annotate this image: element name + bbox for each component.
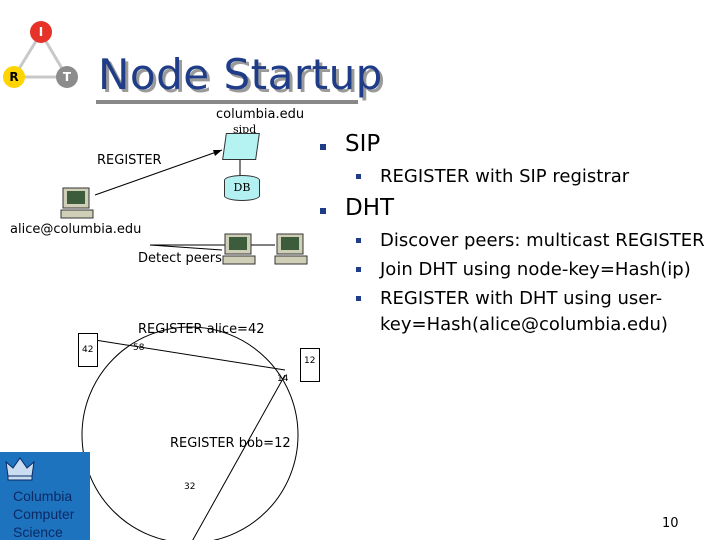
school-line: Science — [13, 524, 63, 540]
node-32-label: 32 — [184, 482, 196, 492]
register-alice-line — [94, 339, 286, 371]
bullet-sip-item: REGISTER with SIP registrar — [380, 166, 630, 187]
db-icon: DB — [224, 175, 260, 201]
page-number: 10 — [662, 516, 679, 531]
logo-node-t: T — [56, 66, 78, 88]
school-line: Columbia — [13, 488, 73, 504]
db-label: DB — [233, 181, 251, 194]
bullet-dht-item: Discover peers: multicast REGISTER — [380, 230, 705, 251]
node-58-label: 58 — [133, 343, 145, 353]
bullet-marker — [320, 144, 326, 150]
sip-server-icon — [222, 133, 260, 160]
bullet-marker — [356, 238, 361, 243]
dht-ring — [81, 326, 299, 540]
bullet-dht: DHT — [345, 195, 395, 221]
node-12-box — [300, 348, 320, 382]
alice-computer-icon — [60, 187, 94, 219]
school-line: Computer — [13, 506, 75, 522]
register-arrowhead — [213, 150, 222, 156]
logo-node-i: I — [30, 21, 52, 43]
register-arrow — [94, 149, 223, 196]
bullet-marker — [320, 208, 326, 214]
bullet-marker — [356, 296, 361, 301]
register-label: REGISTER — [97, 153, 162, 168]
register-bob-label: REGISTER bob=12 — [170, 436, 291, 451]
peer-computer-icon — [274, 233, 308, 265]
crown-icon — [5, 457, 35, 481]
bullet-dht-item: REGISTER with DHT using user- — [380, 288, 663, 309]
alice-label: alice@columbia.edu — [10, 222, 142, 237]
bullet-sip: SIP — [345, 131, 381, 157]
register-bob-line — [192, 374, 286, 540]
peer-computer-icon — [222, 233, 256, 265]
bullet-dht-item: Join DHT using node-key=Hash(ip) — [380, 259, 691, 280]
server-label: sipd — [233, 123, 257, 136]
node-42-box — [78, 333, 98, 367]
node-12-label: 12 — [304, 356, 316, 366]
bullet-marker — [356, 174, 361, 179]
detect-peers-arrow-1 — [149, 244, 223, 251]
detect-peers-label: Detect peers — [138, 251, 222, 266]
title-underline — [96, 100, 358, 104]
bullet-dht-item-continuation: key=Hash(alice@columbia.edu) — [380, 314, 668, 335]
logo-node-r: R — [3, 66, 25, 88]
columbia-cs-text: Columbia Computer Science — [13, 487, 74, 541]
server-domain: columbia.edu — [216, 107, 305, 122]
node-42-label: 42 — [82, 345, 94, 355]
register-alice-label: REGISTER alice=42 — [138, 322, 265, 337]
page-title: Node Startup — [98, 50, 383, 99]
bullet-marker — [356, 267, 361, 272]
node-14-label: 14 — [277, 374, 289, 384]
